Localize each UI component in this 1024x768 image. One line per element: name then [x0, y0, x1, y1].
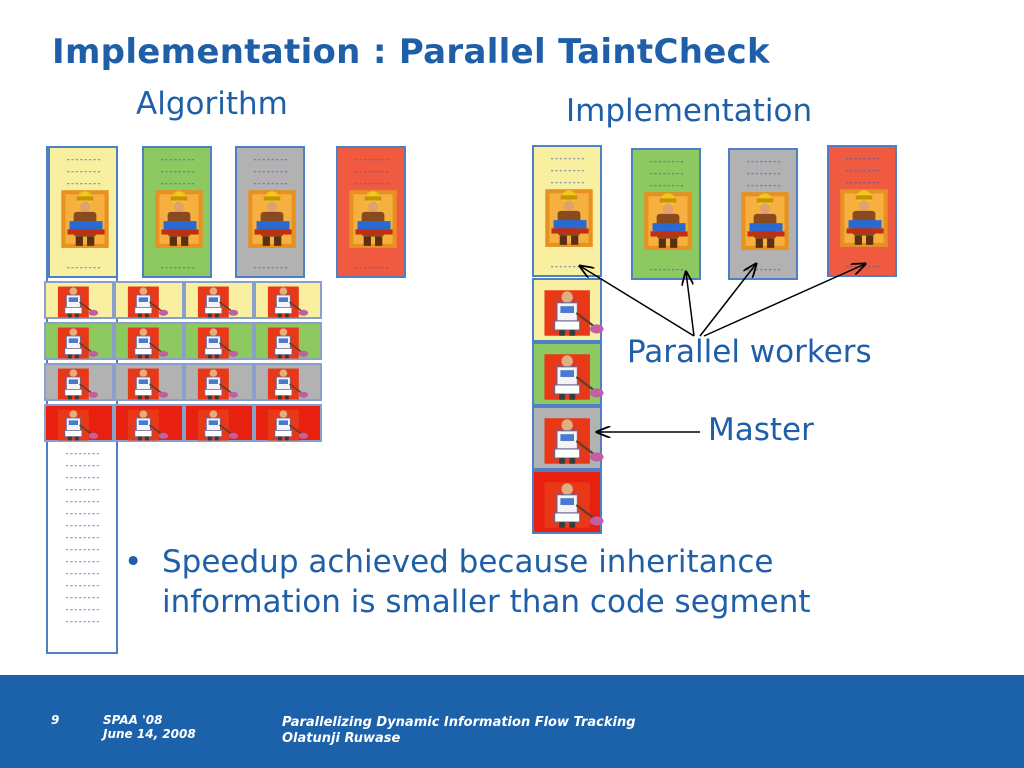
- slide-title: Implementation : Parallel TaintCheck: [52, 32, 770, 72]
- conference-name: SPAA '08: [103, 713, 163, 727]
- grid-cell: [254, 322, 322, 360]
- arrow-to-worker-4: [703, 264, 865, 337]
- master-cell-gray: [532, 406, 602, 470]
- talk-title: Parallelizing Dynamic Information Flow T…: [282, 715, 636, 730]
- grid-cell: [44, 281, 114, 319]
- implementation-heading: Implementation: [566, 93, 813, 129]
- master-cell-red: [532, 470, 602, 534]
- author-name: Olatunji Ruwase: [282, 731, 401, 746]
- grid-cell: [114, 322, 184, 360]
- grid-cell: [114, 404, 184, 442]
- arrow-to-worker-3: [699, 264, 756, 337]
- arrow-to-worker-1: [580, 266, 695, 337]
- master-label: Master: [708, 412, 814, 448]
- grid-cell: [114, 281, 184, 319]
- grid-cell: [184, 322, 254, 360]
- code-dashes: ------------------------ ---------------…: [64, 449, 100, 627]
- inheritance-grid: [44, 281, 322, 443]
- grid-cell: [44, 404, 114, 442]
- grid-cell: [254, 363, 322, 401]
- grid-cell: [184, 404, 254, 442]
- grid-cell: [184, 363, 254, 401]
- presentation-date: June 14, 2008: [103, 727, 196, 741]
- footer-bar: 9 SPAA '08 June 14, 2008 Parallelizing D…: [0, 675, 1024, 768]
- grid-cell: [254, 281, 322, 319]
- bullet-dot: •: [124, 544, 143, 580]
- grid-cell: [44, 363, 114, 401]
- arrow-to-worker-2: [686, 272, 695, 337]
- algo-segment-green: ------------------------ --------: [142, 146, 212, 278]
- grid-cell: [254, 404, 322, 442]
- algo-segment-red: ------------------------ --------: [336, 146, 406, 278]
- page-number: 9: [51, 713, 60, 727]
- grid-cell: [114, 363, 184, 401]
- parallel-workers-label: Parallel workers: [627, 334, 872, 370]
- master-cell-green: [532, 342, 602, 406]
- impl-worker-green: ------------------------ --------: [631, 148, 701, 280]
- bullet-text: Speedup achieved because inheritance inf…: [162, 544, 811, 620]
- algo-segment-yellow: ------------------------ --------: [48, 146, 118, 278]
- impl-worker-gray: ------------------------ --------: [728, 148, 798, 280]
- impl-worker-yellow: ------------------------ --------: [532, 145, 602, 277]
- grid-cell: [184, 281, 254, 319]
- master-cell-yellow: [532, 278, 602, 342]
- algo-segment-gray: ------------------------ --------: [235, 146, 305, 278]
- grid-cell: [44, 322, 114, 360]
- algorithm-heading: Algorithm: [136, 86, 288, 122]
